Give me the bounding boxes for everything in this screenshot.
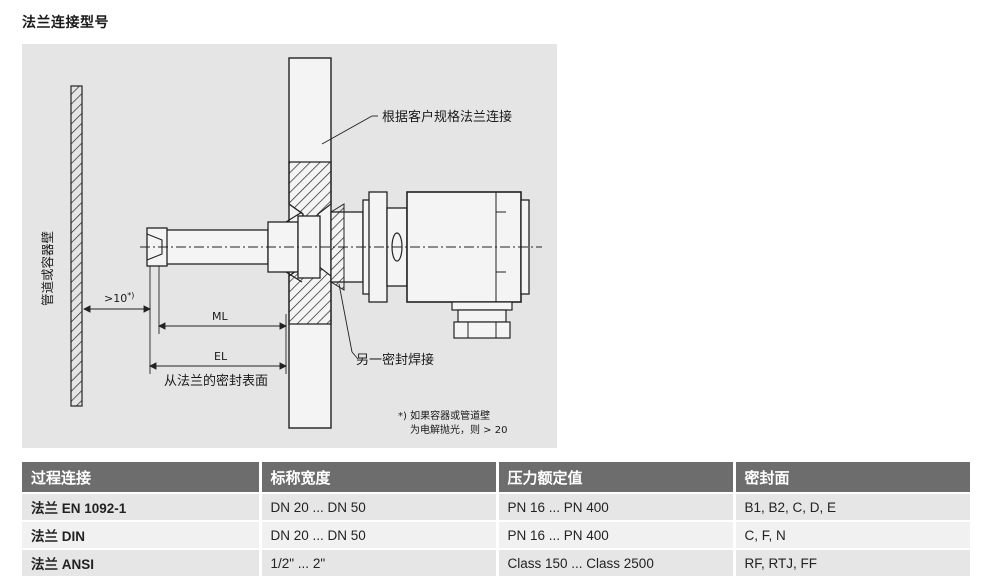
table-cell: PN 16 ... PN 400 [497,520,736,549]
table-cell: 法兰 EN 1092-1 [22,492,262,521]
el-dimension-label: EL [214,350,228,363]
housing [406,191,530,339]
table-cell: RF, RTJ, FF [734,548,970,576]
table-cell: 法兰 ANSI [22,548,262,576]
seal-surface-label: 从法兰的密封表面 [164,373,268,389]
gap-dimension-label: >10*) [104,291,134,305]
footnote-line-1: *) 如果容器或管道壁 [398,409,490,422]
flange-custom-label: 根据客户规格法兰连接 [382,109,512,125]
footnote-line-2: 为电解抛光，则 > 20 [410,423,507,436]
header-seal-face: 密封面 [734,462,970,493]
neck [330,191,408,303]
table-cell: C, F, N [734,520,970,549]
table-cell: 法兰 DIN [22,520,262,549]
wall-label: 管道或容器壁 [40,231,55,306]
table-row: 法兰 EN 1092-1 DN 20 ... DN 50 PN 16 ... P… [22,492,970,521]
header-nominal-width: 标称宽度 [260,462,499,493]
process-connection-table: 过程连接 标称宽度 压力额定值 密封面 法兰 EN 1092-1 DN 20 .… [22,462,970,576]
table-cell: B1, B2, C, D, E [734,492,970,521]
drawing-svg: 管道或容器壁 [40,57,542,436]
page-title: 法兰连接型号 [22,15,109,31]
table-cell: 1/2" ... 2" [260,548,499,576]
technical-drawing: 管道或容器壁 [22,44,557,448]
header-pressure-rating: 压力额定值 [497,462,736,493]
table-cell: DN 20 ... DN 50 [260,492,499,521]
ml-dimension-label: ML [212,310,228,323]
table-header-row: 过程连接 标称宽度 压力额定值 密封面 [22,462,970,493]
table-row: 法兰 ANSI 1/2" ... 2" Class 150 ... Class … [22,548,970,576]
table-cell: PN 16 ... PN 400 [497,492,736,521]
vessel-wall [70,85,83,407]
weld-label: 另一密封焊接 [356,352,434,368]
table-cell: Class 150 ... Class 2500 [497,548,736,576]
table-cell: DN 20 ... DN 50 [260,520,499,549]
table-row: 法兰 DIN DN 20 ... DN 50 PN 16 ... PN 400 … [22,520,970,549]
header-process-connection: 过程连接 [22,462,262,493]
dimensions [82,115,378,374]
